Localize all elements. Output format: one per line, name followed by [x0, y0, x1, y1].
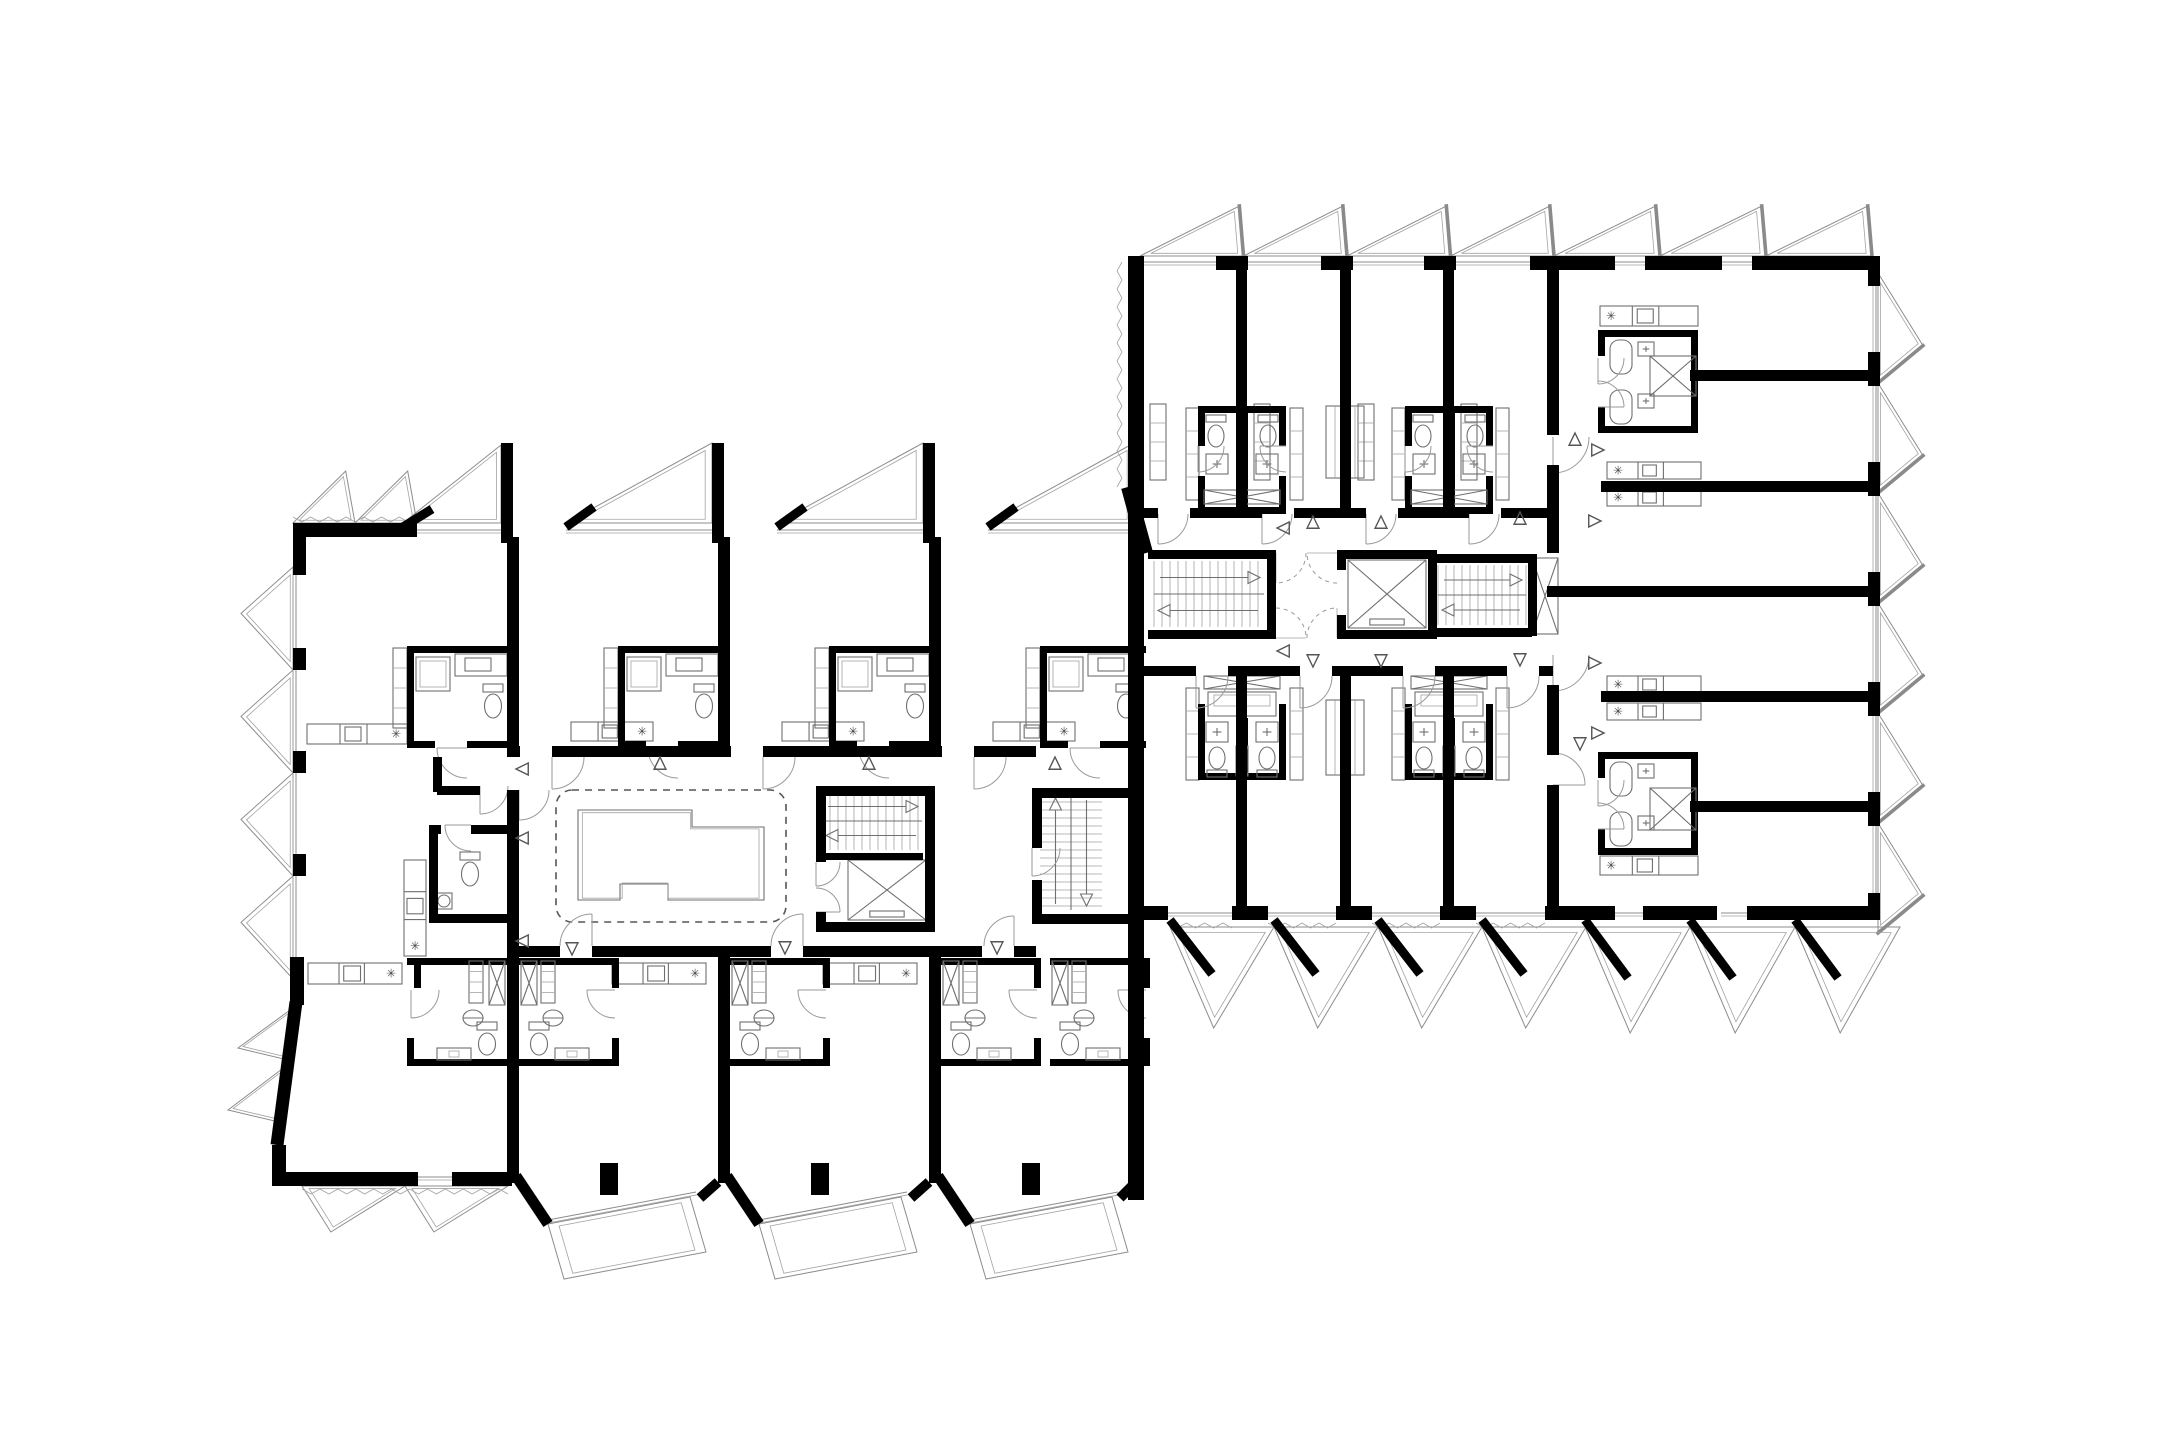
bathroom-pods: [407, 330, 1698, 1066]
svg-text:✳: ✳: [690, 967, 700, 981]
hatch-marks: [292, 261, 1546, 1195]
svg-text:✳: ✳: [1606, 859, 1616, 873]
service-shafts: [1531, 355, 1697, 831]
svg-text:✳: ✳: [848, 725, 858, 739]
svg-text:✳: ✳: [901, 967, 911, 981]
svg-text:✳: ✳: [1613, 678, 1623, 692]
svg-text:✳: ✳: [391, 727, 401, 741]
vent-markers: [514, 431, 1606, 957]
courtyard-void: [555, 789, 787, 923]
svg-text:✳: ✳: [637, 725, 647, 739]
doors: [444, 436, 1590, 947]
svg-text:✳: ✳: [1613, 705, 1623, 719]
walls: [270, 256, 1880, 1228]
svg-text:✳: ✳: [1606, 309, 1616, 323]
svg-text:✳: ✳: [410, 939, 420, 953]
svg-text:✳: ✳: [1613, 491, 1623, 505]
svg-text:✳: ✳: [386, 967, 396, 981]
window-glazing: [292, 261, 1877, 1224]
stair-cores: [821, 561, 1527, 910]
svg-text:✳: ✳: [1613, 464, 1623, 478]
svg-text:✳: ✳: [1059, 725, 1069, 739]
